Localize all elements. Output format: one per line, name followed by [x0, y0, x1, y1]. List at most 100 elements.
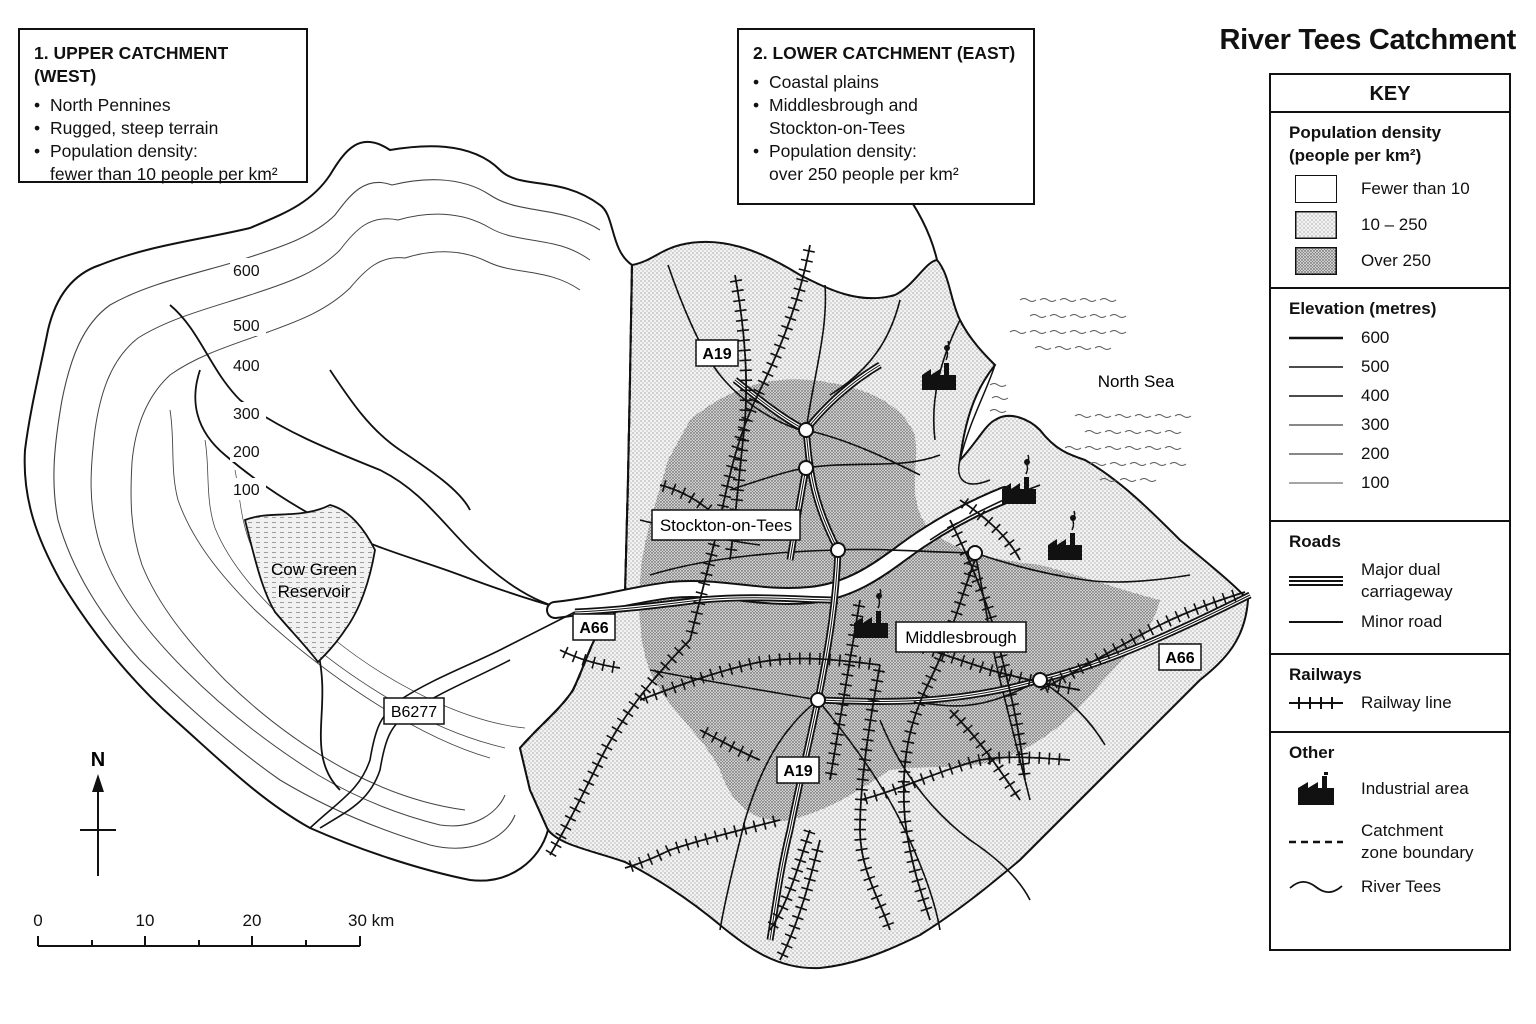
factory-icon [854, 588, 888, 638]
reservoir-label-line1: Cow Green [271, 560, 357, 579]
key-row-minor-road: Minor road [1289, 611, 1491, 633]
svg-text:A19: A19 [702, 346, 731, 363]
key-label: 100 [1361, 473, 1390, 492]
reservoir-label-line2: Reservoir [278, 582, 351, 601]
stockton-label-box: Stockton-on-Tees [651, 509, 801, 541]
key-row-railway: Railway line [1289, 692, 1491, 714]
map-title: River Tees Catchment [1219, 24, 1517, 56]
minor-road-symbol [1289, 621, 1343, 623]
road-label-b6277: B6277 [383, 697, 445, 725]
scale-tick-0: 0 [33, 911, 42, 930]
river-symbol [1289, 880, 1343, 894]
swatch-dense-stipple [1295, 247, 1337, 275]
key-label: Industrial area [1361, 779, 1469, 798]
road-label-a66-east: A66 [1158, 643, 1202, 671]
bullet-text: Population density: [50, 141, 198, 161]
svg-text:A19: A19 [783, 763, 812, 780]
key-row-elevation: 600 [1289, 327, 1491, 349]
scale-bar [37, 936, 361, 947]
sea-wave-marks [989, 298, 1192, 482]
factory-icon [1048, 510, 1082, 560]
contour-symbol [1289, 366, 1343, 368]
contour-label-100: 100 [233, 482, 260, 499]
contour-symbol [1289, 424, 1343, 426]
lower-catchment-heading: 2. LOWER CATCHMENT (EAST) [753, 43, 1016, 63]
river-tees [546, 364, 1014, 619]
contour-label-200: 200 [233, 444, 260, 461]
key-label: Over 250 [1361, 251, 1431, 270]
key-population-heading: Population density(people per km²) [1289, 123, 1442, 165]
bullet-item: Population density: fewer than 10 people … [34, 140, 292, 186]
key-label: Fewer than 10 [1361, 179, 1470, 198]
key-row-elevation: 400 [1289, 385, 1491, 407]
road-label-a19-south: A19 [776, 756, 820, 784]
key-row-industrial: Industrial area [1289, 772, 1491, 806]
cow-green-reservoir [243, 504, 376, 664]
middlesbrough-label-box: Middlesbrough [895, 621, 1027, 653]
key-row-river: River Tees [1289, 876, 1491, 898]
svg-text:N: N [91, 749, 105, 771]
key-label: 300 [1361, 415, 1390, 434]
road-label-a19-north: A19 [695, 339, 739, 367]
key-title: KEY [1271, 75, 1509, 113]
contour-label-300: 300 [233, 406, 260, 423]
upper-catchment-bullets: North Pennines Rugged, steep terrain Pop… [34, 94, 292, 186]
key-row-elevation: 500 [1289, 356, 1491, 378]
contour-symbol [1289, 482, 1343, 484]
svg-text:A66: A66 [579, 620, 608, 637]
bullet-item: Rugged, steep terrain [34, 117, 292, 140]
bullet-text: Population density: [769, 141, 917, 161]
swatch-white [1295, 175, 1337, 203]
svg-text:A66: A66 [1165, 650, 1194, 667]
contour-label-600: 600 [233, 263, 260, 280]
key-row-elevation: 300 [1289, 414, 1491, 436]
density-text: fewer than 10 people per km² [50, 164, 278, 184]
upper-catchment-info-box: 1. UPPER CATCHMENT (WEST) North Pennines… [18, 28, 308, 186]
key-label: River Tees [1361, 877, 1441, 896]
factory-icon [1002, 454, 1036, 504]
key-row-elevation: 100 [1289, 472, 1491, 494]
key-label: Minor road [1361, 612, 1443, 631]
key-row-over-250: Over 250 [1289, 247, 1491, 275]
key-other-heading: Other [1289, 743, 1335, 762]
road-label-a66-west: A66 [572, 613, 616, 641]
lower-catchment-info-box: 2. LOWER CATCHMENT (EAST) Coastal plains… [737, 28, 1035, 205]
contour-symbol [1289, 453, 1343, 455]
key-roads-heading: Roads [1289, 532, 1341, 551]
factory-icon [922, 340, 956, 390]
map-key: KEY Population density(people per km²) F… [1269, 73, 1511, 951]
contour-symbol [1289, 336, 1343, 340]
swatch-light-stipple [1295, 211, 1337, 239]
dense-urban-area [639, 379, 1160, 821]
key-label: 10 – 250 [1361, 215, 1428, 234]
middlesbrough-label: Middlesbrough [905, 628, 1017, 647]
factory-icon [1298, 772, 1334, 805]
scale-tick-30: 30 km [348, 911, 394, 930]
contour-symbol [1289, 395, 1343, 397]
key-label: 200 [1361, 444, 1390, 463]
scale-tick-20: 20 [243, 911, 262, 930]
key-label: 600 [1361, 328, 1390, 347]
bullet-item: North Pennines [34, 94, 292, 117]
scale-tick-10: 10 [136, 911, 155, 930]
railway-symbol [1289, 697, 1343, 709]
bullet-text: Middlesbrough and [769, 95, 918, 115]
key-row-elevation: 200 [1289, 443, 1491, 465]
key-railways-section: Railways Railway line [1271, 655, 1509, 733]
bullet-item: Coastal plains [753, 71, 1019, 94]
dashed-boundary-symbol [1289, 840, 1343, 844]
key-railways-heading: Railways [1289, 665, 1362, 684]
key-row-10-250: 10 – 250 [1289, 211, 1491, 239]
industrial-area-icons [854, 340, 1082, 638]
key-label: 400 [1361, 386, 1390, 405]
contour-labels: 600 500 400 300 200 100 [230, 258, 266, 500]
